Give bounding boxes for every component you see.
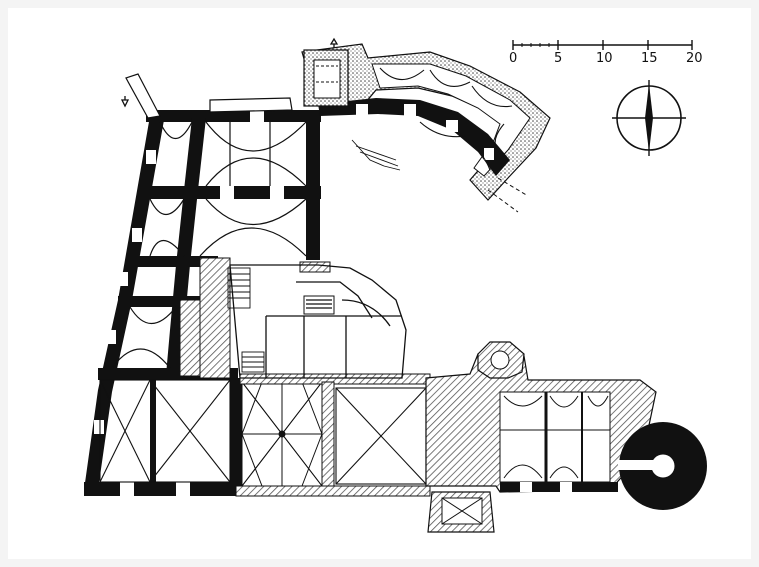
scale-tick-0: 0 xyxy=(509,51,517,66)
south-porch xyxy=(427,491,495,533)
compass-rose-icon xyxy=(612,80,686,156)
vault-lines-west xyxy=(111,121,307,369)
scale-bar: 0 5 10 15 20 xyxy=(509,40,703,66)
entrance-arrow-icon xyxy=(120,96,130,108)
scale-tick-20: 20 xyxy=(686,51,703,66)
rib-vault-hall xyxy=(241,381,323,487)
cross-vault-rooms xyxy=(99,379,427,485)
scale-tick-10: 10 xyxy=(596,51,613,66)
hatched-walls-central xyxy=(179,257,431,497)
scale-tick-5: 5 xyxy=(554,51,562,66)
round-bastion xyxy=(618,422,707,510)
central-rooms xyxy=(229,264,407,379)
scale-tick-15: 15 xyxy=(641,51,658,66)
north-east-wing xyxy=(125,43,551,213)
east-wing xyxy=(425,341,657,493)
stairs xyxy=(227,139,401,373)
